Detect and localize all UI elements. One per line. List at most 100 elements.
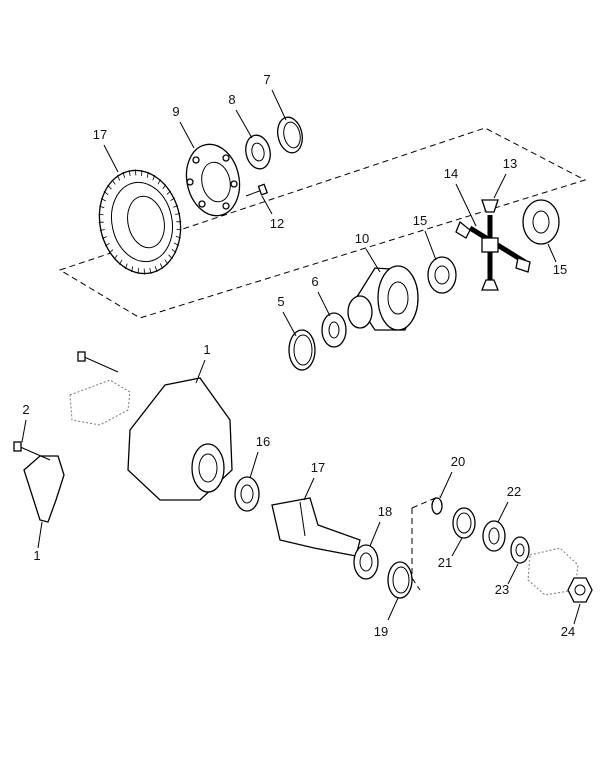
side-bearing-cone — [245, 134, 271, 170]
callout-c8: 8 — [228, 92, 235, 107]
callout-c1b: 1 — [33, 548, 40, 563]
case-bolt — [245, 183, 269, 197]
leader-line-c6 — [317, 291, 331, 317]
callout-c23: 23 — [495, 582, 509, 597]
ring-gear-tooth — [116, 175, 121, 181]
pinion-nut — [567, 577, 593, 603]
ring-gear-tooth — [108, 249, 114, 254]
callout-c24: 24 — [561, 624, 575, 639]
snap-ring — [431, 497, 443, 515]
ring-gear-tooth — [162, 184, 167, 190]
ring-gear-tooth — [100, 198, 106, 202]
leader-line-c17a — [103, 144, 119, 173]
side-bearing-cone-lower — [321, 312, 347, 348]
callout-c9: 9 — [172, 104, 179, 119]
callout-c6: 6 — [311, 274, 318, 289]
ring-gear-tooth — [122, 171, 126, 178]
callout-c12: 12 — [270, 216, 284, 231]
leader-line-c22 — [497, 501, 509, 523]
ring-gear-tooth — [103, 191, 109, 196]
ring-gear-tooth — [124, 263, 128, 270]
ring-gear-tooth — [154, 266, 158, 273]
ring-gear-tooth — [174, 242, 180, 246]
pinion-bearing-inner — [234, 476, 260, 512]
bearing-cap — [23, 455, 65, 523]
leader-line-c9 — [179, 121, 195, 149]
callout-c20: 20 — [451, 454, 465, 469]
differential-spider — [468, 215, 527, 280]
callout-c15b: 15 — [553, 262, 567, 277]
pinion-bearing-cup — [387, 561, 413, 599]
callout-c2: 2 — [22, 402, 29, 417]
ring-gear-tooth — [99, 205, 105, 209]
bearing-cone-rear — [482, 520, 506, 552]
leader-line-c17b — [303, 477, 315, 501]
side-gear-left — [427, 256, 457, 294]
ring-gear-tooth — [146, 171, 149, 178]
callout-c14: 14 — [444, 166, 458, 181]
leader-line-c15b — [547, 243, 557, 263]
callout-c15a: 15 — [413, 213, 427, 228]
ring-gear-tooth — [98, 213, 104, 216]
leader-line-c21 — [451, 537, 463, 557]
leader-line-c20 — [439, 471, 453, 499]
callout-c16: 16 — [256, 434, 270, 449]
ring-gear-tooth — [176, 228, 182, 231]
ring-gear-tooth — [105, 242, 110, 247]
ring-gear-tooth — [99, 229, 105, 231]
ring-gear-tooth — [168, 254, 173, 260]
ring-gear-tooth — [119, 259, 123, 265]
leader-line-c12 — [261, 195, 273, 215]
thrust-washer — [510, 536, 530, 564]
ring-gear-tooth — [173, 205, 179, 208]
leader-line-c18 — [369, 521, 381, 547]
ring-gear-tooth — [98, 221, 104, 223]
leader-line-c10 — [365, 248, 381, 273]
differential-group-outline — [58, 127, 587, 319]
leader-line-c19 — [387, 597, 399, 621]
carrier-housing — [127, 377, 233, 501]
ring-gear-tooth — [134, 169, 137, 176]
bearing-cap-ghost — [69, 379, 131, 426]
leader-line-c2 — [21, 419, 27, 443]
ring-gear — [98, 169, 182, 275]
ring-gear-tooth — [171, 248, 177, 253]
ring-gear-tooth — [157, 179, 161, 185]
side-bearing-cup-lower — [288, 329, 316, 371]
ring-gear-tooth — [176, 221, 182, 223]
ring-gear-tooth — [113, 254, 118, 260]
ring-gear-tooth — [131, 266, 134, 273]
pinion-bearing-outer — [353, 544, 379, 580]
ring-gear-tooth — [107, 184, 112, 190]
differential-case — [347, 265, 419, 331]
housing-bolt — [77, 351, 119, 373]
ring-gear-tooth — [137, 268, 139, 274]
ring-gear-tooth — [175, 213, 181, 215]
ring-gear-tooth — [175, 235, 181, 239]
ring-gear-tooth — [166, 190, 172, 195]
callout-c19: 19 — [374, 624, 388, 639]
callout-c13: 13 — [503, 156, 517, 171]
callout-c7: 7 — [263, 72, 270, 87]
leader-line-c8 — [235, 109, 253, 139]
leader-line-c7 — [271, 89, 287, 121]
leader-line-c16 — [249, 451, 259, 479]
cap-bolt — [13, 441, 51, 461]
leader-line-c23 — [507, 563, 519, 585]
leader-line-c13 — [493, 173, 507, 199]
leader-line-c24 — [573, 603, 581, 625]
callout-c21: 21 — [438, 555, 452, 570]
callout-c18: 18 — [378, 504, 392, 519]
callout-c1a: 1 — [203, 342, 210, 357]
ring-gear-tooth — [128, 170, 131, 177]
callout-c10: 10 — [355, 231, 369, 246]
side-gear-right — [522, 199, 560, 245]
ring-gear-tooth — [170, 197, 175, 202]
ring-gear-tooth — [111, 179, 116, 185]
leader-line-c1a — [195, 359, 206, 384]
ring-gear-tooth — [101, 236, 107, 239]
spider-pinion-gears — [455, 199, 531, 291]
leader-line-c15a — [424, 230, 437, 261]
ring-gear-tooth — [149, 267, 152, 274]
